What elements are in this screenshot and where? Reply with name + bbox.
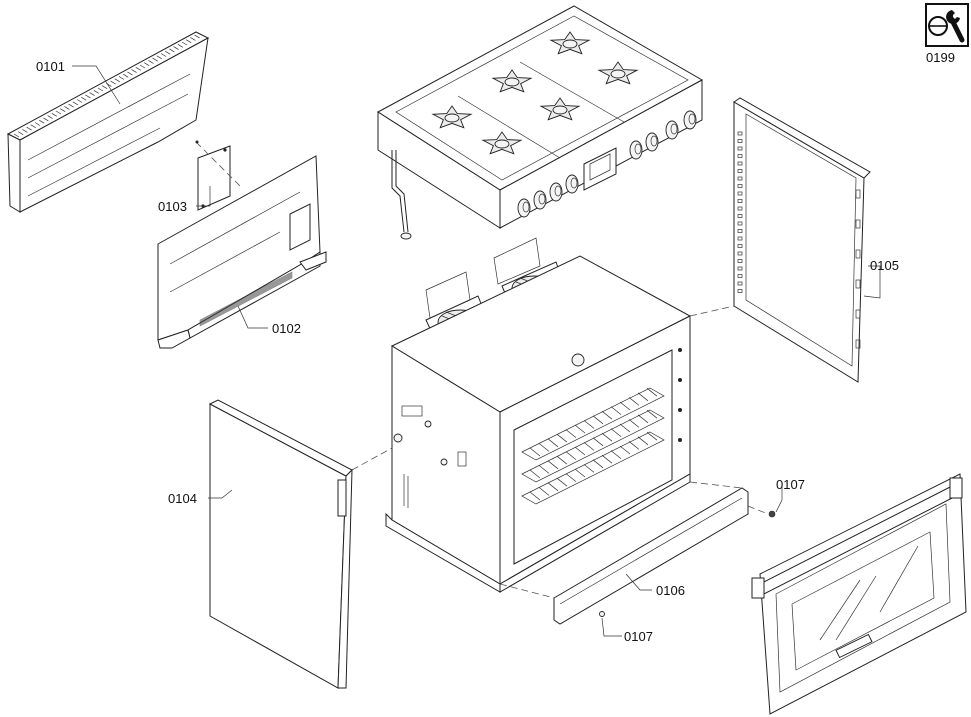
control-knob-1 — [517, 198, 531, 218]
burner-5 — [431, 105, 473, 129]
oven-rack-2 — [521, 409, 665, 483]
control-knob-7 — [665, 120, 679, 140]
control-knob-4 — [565, 174, 579, 194]
oven-rack-1 — [521, 387, 665, 461]
control-knob-6 — [645, 132, 659, 152]
callout-0102: 0102 — [272, 321, 301, 336]
callout-0107-right: 0107 — [776, 477, 805, 492]
oven-door[interactable] — [751, 473, 967, 715]
part-0105-side-panel[interactable] — [689, 97, 871, 383]
control-knob-3 — [549, 182, 563, 202]
cooktop-assembly[interactable] — [377, 5, 704, 240]
part-0106-kick-panel[interactable] — [499, 481, 749, 625]
burner-3 — [491, 69, 533, 93]
oven-cavity-body[interactable] — [385, 255, 692, 593]
callout-0104: 0104 — [168, 491, 197, 506]
burner-6 — [481, 131, 523, 155]
burner-1 — [549, 31, 591, 55]
callout-0199: 0199 — [926, 50, 955, 65]
burner-2 — [597, 61, 639, 85]
callout-0107-bottom: 0107 — [624, 629, 653, 644]
part-0103-cover-plate[interactable] — [195, 140, 241, 211]
callout-0106: 0106 — [656, 583, 685, 598]
leader-lines — [72, 65, 881, 637]
oven-rack-3 — [521, 431, 665, 505]
control-knob-5 — [629, 140, 643, 160]
part-0104-side-panel[interactable] — [208, 399, 393, 689]
callout-0105: 0105 — [870, 258, 899, 273]
callout-0101: 0101 — [36, 59, 65, 74]
wrench-and-screw-icon — [925, 3, 969, 47]
part-0101-back-trim[interactable] — [6, 31, 210, 213]
control-knob-8 — [683, 110, 697, 130]
part-0107-screw-right[interactable] — [747, 505, 776, 518]
callout-0103: 0103 — [158, 199, 187, 214]
control-knob-2 — [533, 190, 547, 210]
part-0102-rear-panel[interactable] — [157, 155, 327, 349]
burner-4 — [539, 97, 581, 121]
